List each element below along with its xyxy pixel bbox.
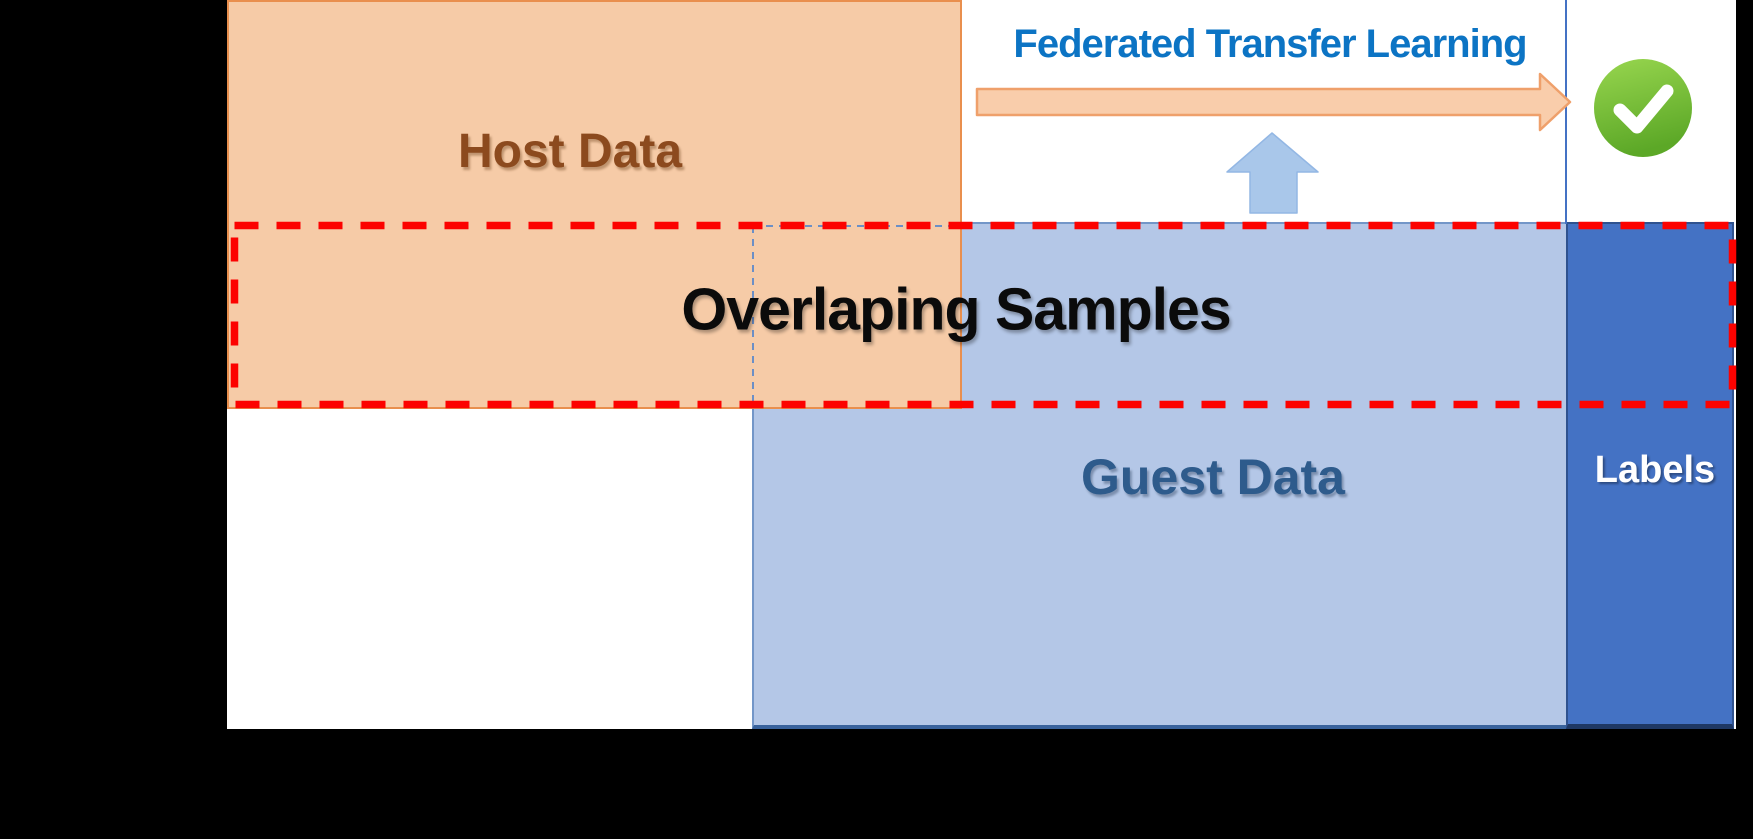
labels-column-label: Labels: [1594, 449, 1716, 491]
host-data-region: [227, 0, 962, 409]
overlapping-samples-label: Overlaping Samples: [681, 276, 1231, 343]
federated-transfer-learning-label: Federated Transfer Learning: [1013, 22, 1527, 66]
labels-column-divider: [1565, 0, 1567, 224]
host-data-label: Host Data: [457, 125, 683, 178]
guest-data-label: Guest Data: [1081, 449, 1345, 505]
